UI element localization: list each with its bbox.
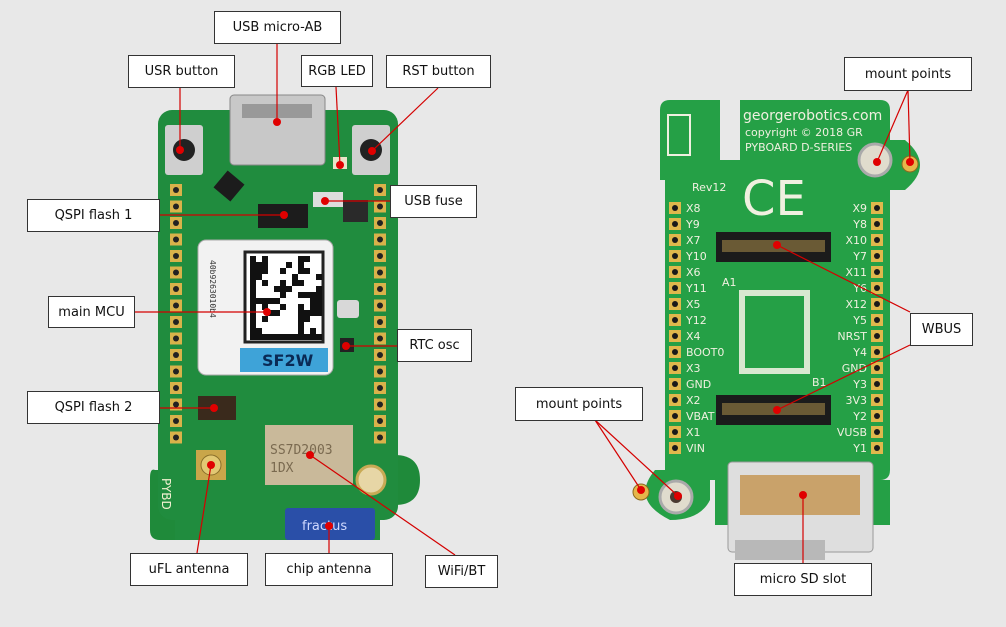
recycle-bin-icon [667, 114, 691, 156]
label-ufl-antenna: uFL antenna [130, 553, 248, 586]
back-pin-label-left: X3 [686, 362, 701, 375]
back-pin-label-left: GND [686, 378, 711, 391]
label-usb-micro-ab: USB micro-AB [214, 11, 341, 44]
label-usb-fuse: USB fuse [390, 185, 477, 218]
back-pin-label-left: X5 [686, 298, 701, 311]
label-rgb-led: RGB LED [301, 55, 373, 87]
back-pin-label-left: VIN [686, 442, 705, 455]
label-micro-sd-slot: micro SD slot [734, 563, 872, 596]
front-right-header [374, 184, 386, 444]
back-pin-label-right: X9 [852, 202, 867, 215]
label-main-mcu: main MCU [48, 296, 135, 328]
wifi-chip-label-2: 1DX [270, 461, 294, 476]
back-pin-label-left: X7 [686, 234, 701, 247]
back-pin-label-right: Y3 [852, 378, 867, 391]
mcu-datamatrix [250, 256, 322, 340]
back-pin-label-right: X11 [845, 266, 867, 279]
back-copyright: copyright © 2018 GR [745, 126, 863, 139]
back-pin-label-right: NRST [837, 330, 867, 343]
front-left-header [170, 184, 182, 444]
label-wifi-bt: WiFi/BT [425, 555, 498, 588]
back-pin-label-left: Y11 [685, 282, 707, 295]
back-pin-label-left: BOOT0 [686, 346, 724, 359]
back-pcb [645, 100, 920, 520]
back-board: georgerobotics.com copyright © 2018 GR P… [632, 100, 920, 560]
front-board: SF2W 40b9263010b4 SS7D2003 1DX fractus P… [150, 94, 420, 540]
back-pin-label-right: Y7 [852, 250, 867, 263]
label-rst-button: RST button [386, 55, 491, 88]
back-pin-label-right: Y8 [852, 218, 867, 231]
back-pin-label-right: Y2 [852, 410, 867, 423]
board-name-silk: PYBD [159, 478, 173, 510]
leader-lines [135, 44, 914, 563]
label-mount-points-top: mount points [844, 57, 972, 91]
back-pin-label-left: Y10 [685, 250, 707, 263]
micropython-logo [739, 290, 810, 374]
back-pin-label-left: VBAT [686, 410, 715, 423]
back-pin-label-right: Y1 [852, 442, 867, 455]
back-pin-label-right: X10 [845, 234, 867, 247]
label-mount-points-bottom: mount points [515, 387, 643, 421]
back-pin-label-left: X2 [686, 394, 701, 407]
back-pin-label-right: GND [842, 362, 867, 375]
label-rtc-osc: RTC osc [397, 329, 472, 362]
mcu-module-serial: 40b9263010b4 [208, 260, 217, 318]
back-pin-label-right: Y4 [852, 346, 867, 359]
label-usr-button: USR button [128, 55, 235, 88]
back-pin-label-right: X12 [845, 298, 867, 311]
label-qspi-flash-1: QSPI flash 1 [27, 199, 160, 232]
back-series: PYBOARD D-SERIES [745, 141, 852, 154]
label-chip-antenna: chip antenna [265, 553, 393, 586]
wbus-a1-silk: A1 [722, 276, 737, 289]
back-pin-label-right: 3V3 [845, 394, 867, 407]
wifi-chip-label-1: SS7D2003 [270, 443, 333, 458]
ce-mark-icon: CE [742, 171, 806, 227]
front-mount-hole [355, 464, 387, 496]
label-qspi-flash-2: QSPI flash 2 [27, 391, 160, 424]
back-pin-label-left: Y9 [685, 218, 700, 231]
label-wbus: WBUS [910, 313, 973, 346]
chip-antenna-label: fractus [302, 519, 347, 534]
wbus-b1-silk: B1 [812, 376, 827, 389]
back-pin-label-right: VUSB [837, 426, 867, 439]
back-pin-label-left: X4 [686, 330, 701, 343]
back-brand: georgerobotics.com [743, 108, 882, 124]
back-pin-label-left: X8 [686, 202, 701, 215]
back-pin-label-right: Y5 [852, 314, 867, 327]
mcu-module-id: SF2W [262, 351, 314, 370]
back-pin-label-left: X1 [686, 426, 701, 439]
back-pin-label-left: X6 [686, 266, 701, 279]
back-rev: Rev12 [692, 181, 726, 194]
back-pin-label-left: Y12 [685, 314, 707, 327]
